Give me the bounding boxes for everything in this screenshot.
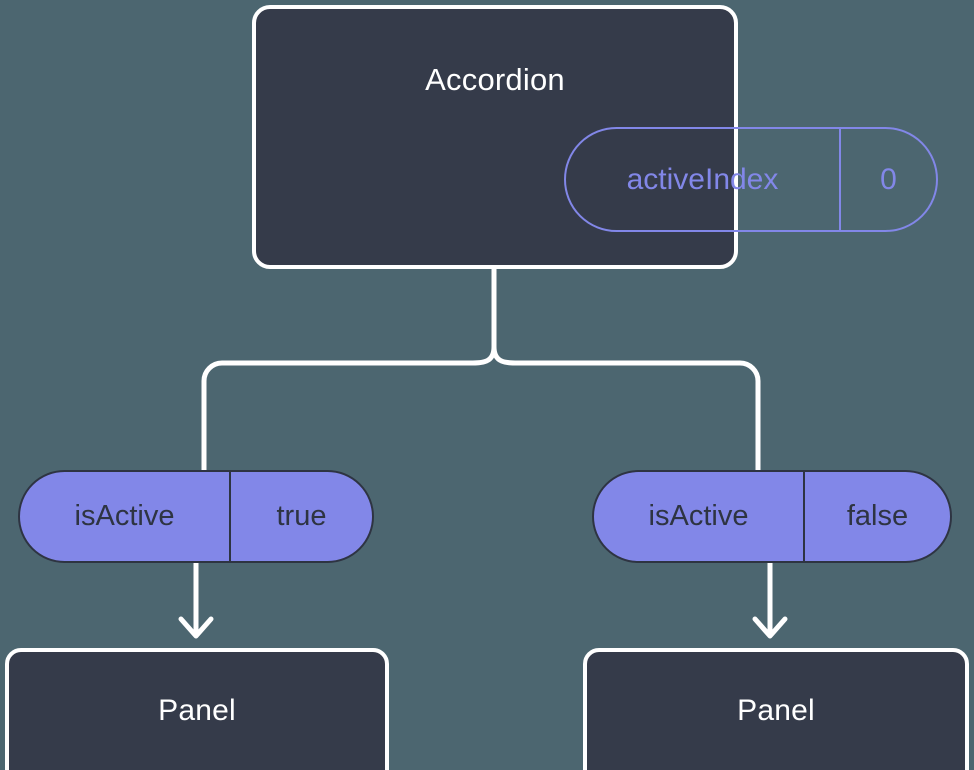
node-accordion[interactable]: Accordion activeIndex 0: [252, 5, 938, 269]
prop-pill-key: isActive: [20, 472, 231, 561]
prop-pill-is-active-true[interactable]: isActive true: [18, 470, 374, 563]
prop-pill-value: false: [846, 500, 909, 532]
arrow-down-icon-right: [752, 563, 788, 639]
node-accordion-title: Accordion: [425, 62, 565, 97]
node-panel-right[interactable]: Panel: [583, 648, 969, 770]
prop-pill-key: isActive: [594, 472, 805, 561]
prop-pill-is-active-false[interactable]: isActive false: [592, 470, 952, 563]
prop-pill-value: true: [276, 500, 327, 532]
connector-branch-left: [201, 346, 497, 470]
node-panel-left-title: Panel: [158, 694, 236, 727]
arrow-down-icon-left: [178, 563, 214, 639]
state-pill-value: 0: [880, 162, 897, 196]
node-panel-left[interactable]: Panel: [5, 648, 389, 770]
state-pill-active-index[interactable]: activeIndex 0: [564, 127, 938, 232]
state-pill-key: activeIndex: [566, 129, 841, 230]
node-panel-right-title: Panel: [737, 694, 815, 727]
connector-branch-right: [491, 346, 761, 470]
